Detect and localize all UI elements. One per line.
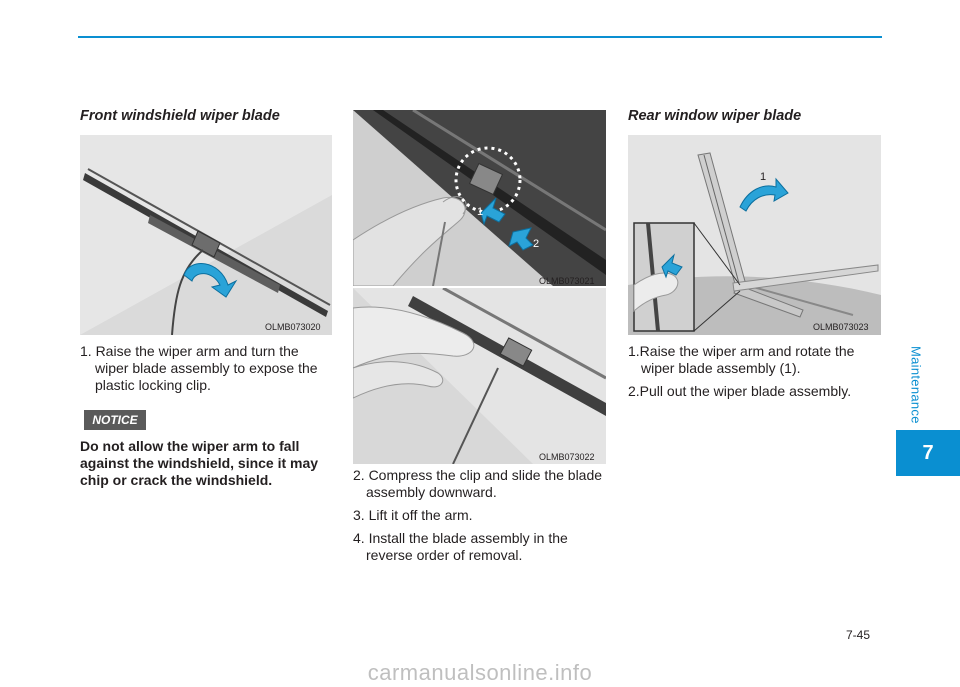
notice-badge: NOTICE <box>84 410 146 430</box>
front-figure-code: OLMB073020 <box>265 322 321 332</box>
page-number: 7-45 <box>846 628 871 642</box>
rear-step-1: 1.Raise the wiper arm and rotate the wip… <box>628 343 855 376</box>
slide-figure-code: OLMB073022 <box>539 452 595 462</box>
callout-2: 2 <box>533 238 540 250</box>
rear-figure-code: OLMB073023 <box>813 322 869 332</box>
front-section-title: Front windshield wiper blade <box>80 108 280 124</box>
header-rule <box>78 36 882 38</box>
notice-text: Do not allow the wiper arm to fall again… <box>80 438 319 488</box>
front-wiper-figure <box>80 135 332 335</box>
middle-step-3: 3. Lift it off the arm. <box>353 507 473 523</box>
rear-step-2: 2.Pull out the wiper blade assembly. <box>628 383 852 399</box>
chapter-tab-label: Maintenance <box>908 346 924 424</box>
front-steps: 1. Raise the wiper arm and turn the wipe… <box>80 343 334 400</box>
middle-steps: 2. Compress the clip and slide the blade… <box>353 467 607 570</box>
rear-callout-1: 1 <box>760 171 767 183</box>
rear-steps: 1.Raise the wiper arm and rotate the wip… <box>628 343 882 406</box>
middle-step-4: 4. Install the blade assembly in the rev… <box>353 530 568 563</box>
rear-wiper-figure: 1 <box>628 135 881 335</box>
rear-section-title: Rear window wiper blade <box>628 108 802 124</box>
callout-1: 1 <box>477 206 484 218</box>
watermark: carmanualsonline.info <box>367 660 593 685</box>
clip-compress-figure: 1 2 <box>353 110 606 286</box>
chapter-number: 7 <box>896 430 960 476</box>
clip-figure-code: OLMB073021 <box>539 276 595 286</box>
middle-step-2: 2. Compress the clip and slide the blade… <box>353 467 603 500</box>
blade-slide-figure <box>353 288 606 464</box>
front-step-1: 1. Raise the wiper arm and turn the wipe… <box>80 343 318 393</box>
